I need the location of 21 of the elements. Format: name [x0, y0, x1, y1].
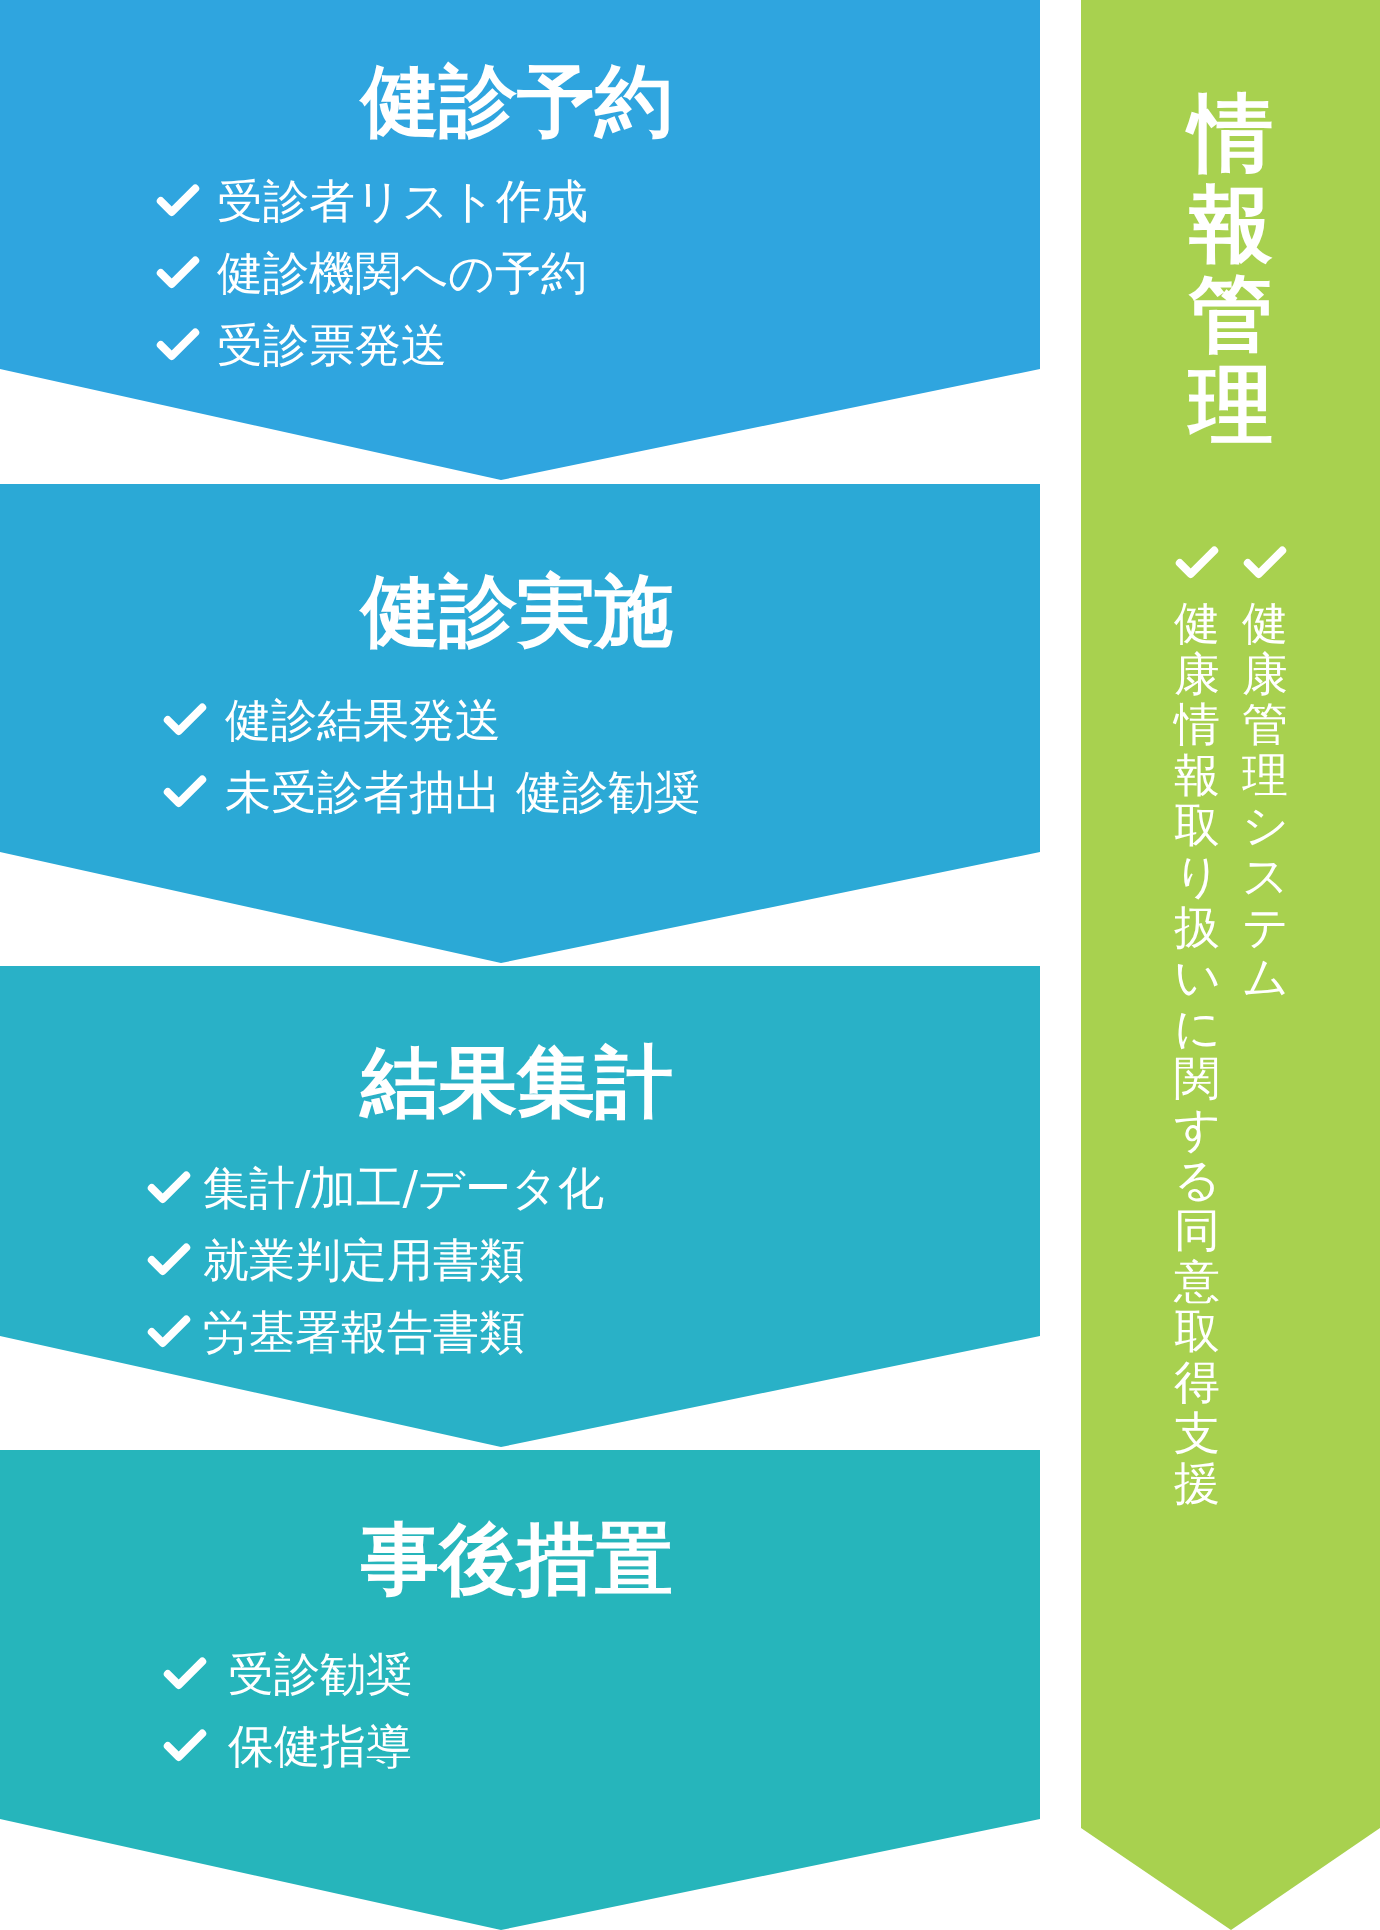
- step-heading: 健診予約: [361, 62, 673, 140]
- checklist-item: 受診者リスト作成: [217, 178, 588, 224]
- chevron-step: [0, 0, 1040, 480]
- step-heading: 健診実施: [361, 572, 673, 650]
- step-heading: 結果集計: [361, 1043, 673, 1121]
- step-heading: 事後措置: [361, 1520, 673, 1598]
- chevron-step: [0, 484, 1040, 963]
- checklist-item: 労基署報告書類: [203, 1309, 525, 1355]
- checklist-item: 受診勧奨: [228, 1651, 412, 1697]
- checklist-item: 集計/加工/データ化: [203, 1165, 604, 1211]
- checklist-item: 未受診者抽出 健診勧奨: [225, 769, 700, 815]
- checklist-item: 健康情報取り扱いに関する同意取得支援: [1174, 598, 1220, 1509]
- checklist-item: 健診結果発送: [225, 697, 501, 743]
- chevron-step: [0, 966, 1040, 1447]
- checklist-item: 保健指導: [228, 1723, 412, 1769]
- down-arrow-band: [1081, 0, 1380, 1930]
- chevron-step: [0, 1450, 1040, 1930]
- checklist-item: 受診票発送: [217, 322, 447, 368]
- checklist-item: 健康管理システム: [1242, 598, 1288, 1003]
- checklist-item: 就業判定用書類: [203, 1237, 525, 1283]
- checklist-item: 健診機関への予約: [217, 250, 587, 296]
